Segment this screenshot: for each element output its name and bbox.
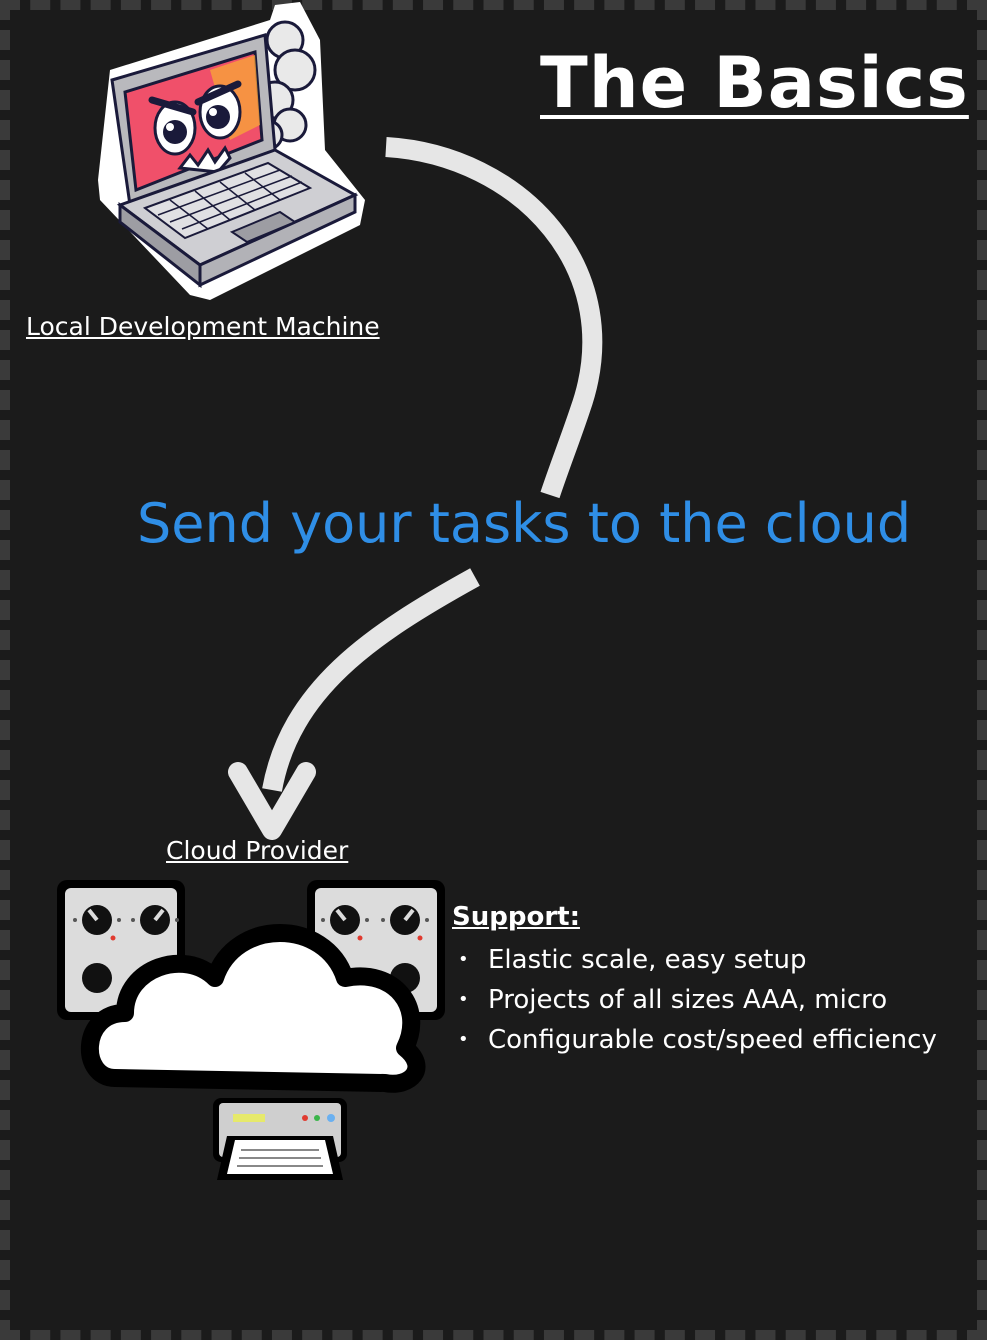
flow-label: Send your tasks to the cloud — [137, 492, 912, 555]
angry-laptop-icon — [98, 2, 365, 300]
cloud-provider-label: Cloud Provider — [166, 836, 349, 865]
bullet-icon: • — [458, 989, 469, 1010]
support-section: Support: • Elastic scale, easy setup • Pro… — [452, 902, 937, 1060]
flow-arrow — [228, 137, 603, 840]
bullet-icon: • — [458, 1029, 469, 1050]
support-item-text: Projects of all sizes AAA, micro — [488, 985, 888, 1015]
bullet-icon: • — [458, 949, 469, 970]
support-item: • Configurable cost/speed efficiency — [458, 1020, 937, 1060]
support-item-text: Elastic scale, easy setup — [488, 945, 807, 975]
support-title: Support: — [452, 902, 580, 932]
support-item-text: Configurable cost/speed efficiency — [488, 1025, 937, 1055]
local-machine-label: Local Development Machine — [26, 312, 380, 341]
cloud-server-icon — [57, 880, 445, 1180]
support-item: • Projects of all sizes AAA, micro — [458, 980, 937, 1020]
support-list: • Elastic scale, easy setup • Projects of … — [452, 940, 937, 1060]
support-item: • Elastic scale, easy setup — [458, 940, 937, 980]
page-title: The Basics — [540, 42, 969, 124]
